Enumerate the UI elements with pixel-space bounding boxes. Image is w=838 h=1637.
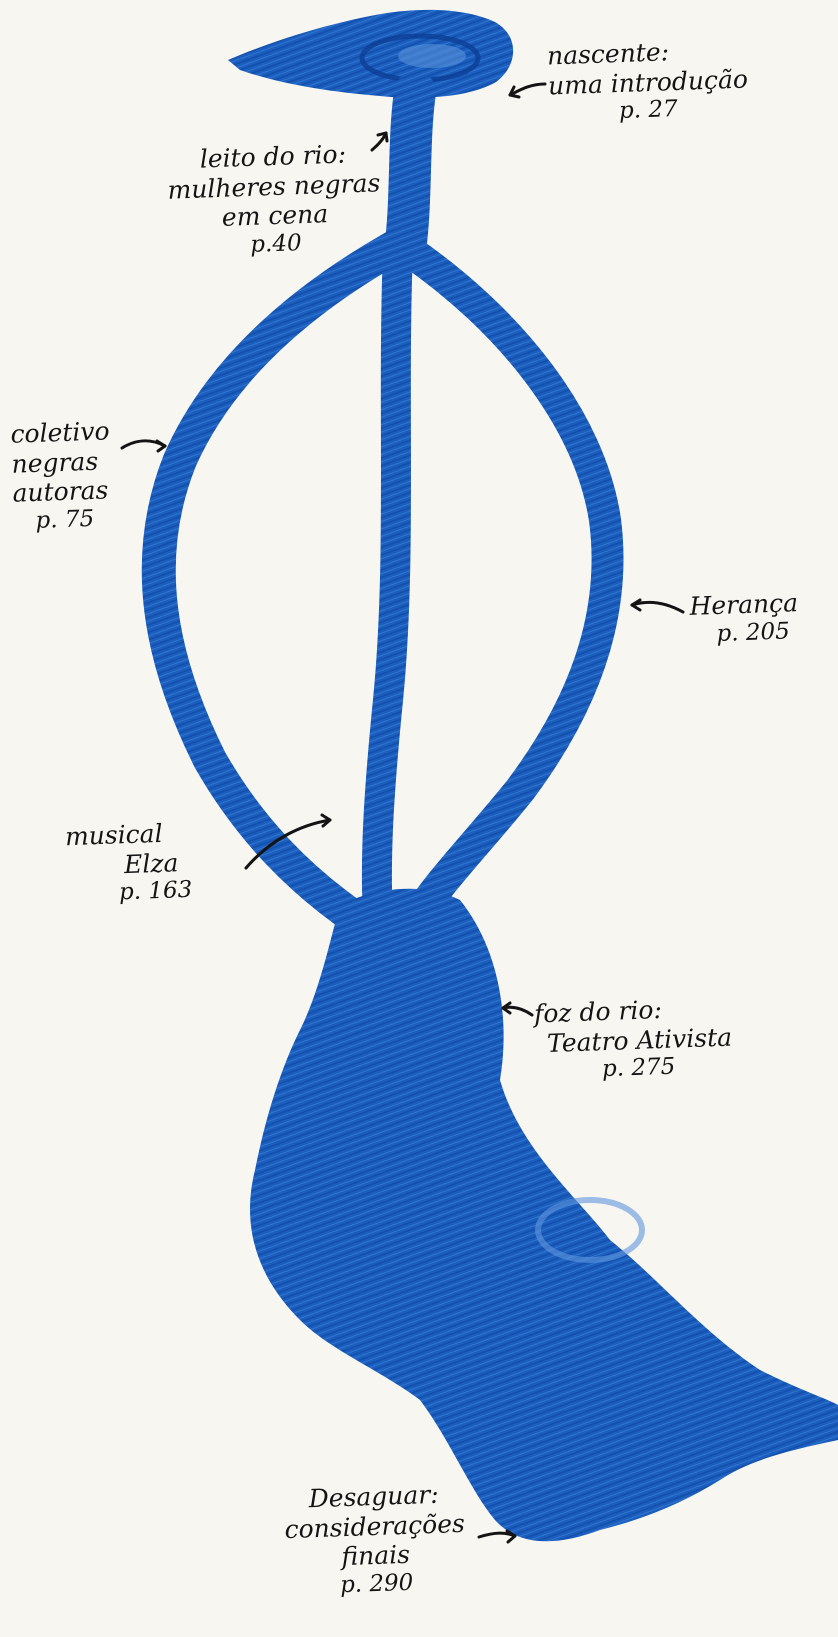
river-trunk <box>405 92 415 250</box>
label-desaguar: Desaguar: considerações finais p. 290 <box>283 1479 467 1601</box>
coletivo-page: p. 75 <box>13 505 113 536</box>
label-nascente: nascente: uma introdução p. 27 <box>547 35 750 128</box>
coletivo-line-2: negras <box>11 446 111 479</box>
arrow-coletivo-head <box>157 441 165 451</box>
musical-line-1: musical <box>65 818 191 852</box>
branch-right <box>408 250 608 920</box>
coletivo-line-3: autoras <box>12 475 112 508</box>
source-lake <box>228 10 513 98</box>
label-foz: foz do rio: Teatro Ativista p. 275 <box>534 993 734 1086</box>
branch-middle <box>377 250 398 920</box>
desaguar-line-2: considerações <box>284 1508 465 1544</box>
label-heranca: Herança p. 205 <box>689 588 799 648</box>
lake-shape <box>228 10 513 98</box>
arrow-nascente <box>510 84 545 95</box>
label-musical: musical Elza p. 163 <box>65 818 193 908</box>
musical-page: p. 163 <box>67 877 193 908</box>
heranca-page: p. 205 <box>690 618 799 649</box>
lake-center <box>398 44 466 68</box>
coletivo-line-1: coletivo <box>10 416 110 449</box>
label-leito: leito do rio: mulheres negras em cena p.… <box>166 138 383 261</box>
label-coletivo: coletivo negras autoras p. 75 <box>10 416 113 535</box>
branch-left <box>159 245 398 920</box>
musical-line-2: Elza <box>66 847 192 881</box>
heranca-line-1: Herança <box>689 588 798 621</box>
